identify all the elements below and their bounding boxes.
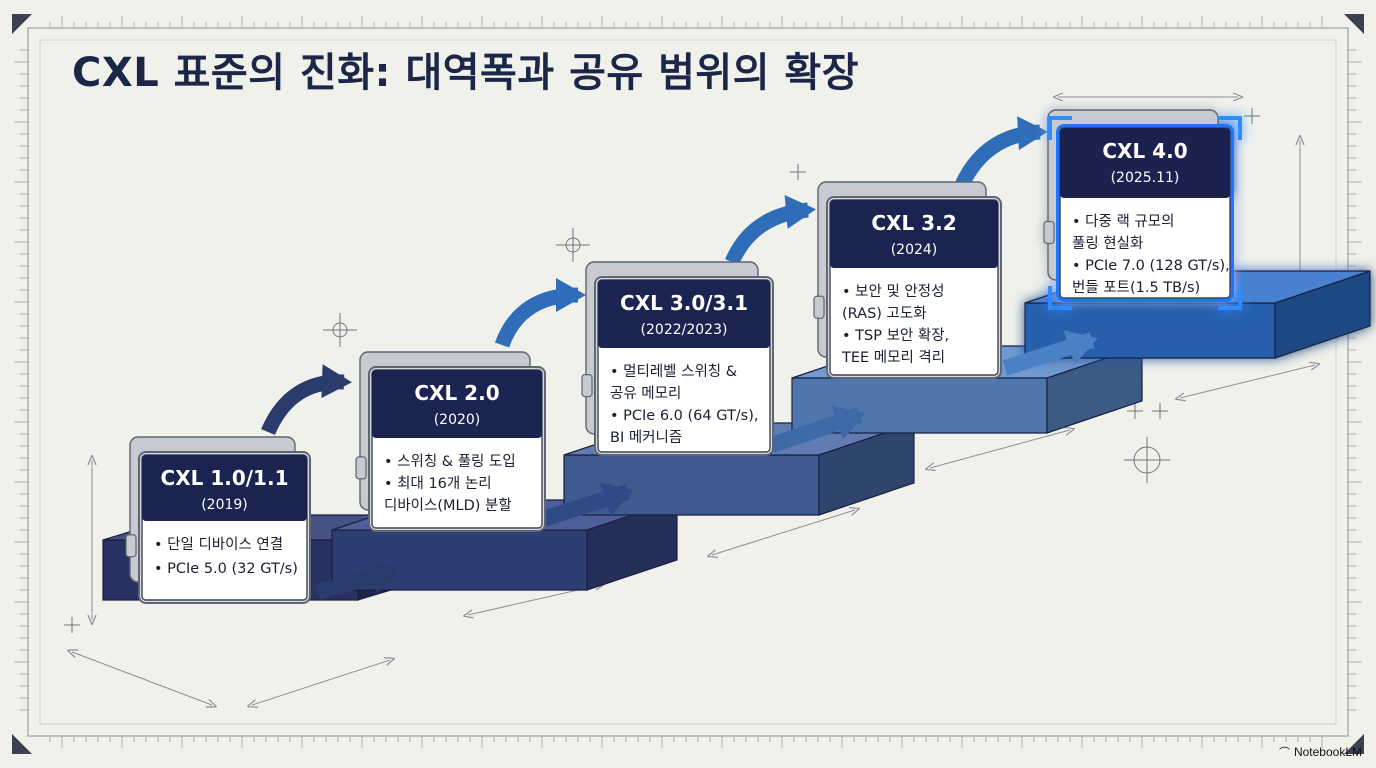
card-header [598, 280, 770, 348]
flow-arrow [1002, 330, 1098, 376]
highlight-bracket [1048, 116, 1072, 140]
step-curve-arrow [955, 116, 1048, 189]
stage-feature-line: 공유 메모리 [610, 385, 681, 402]
highlight-bracket [1218, 116, 1242, 140]
stage-feature-line: BI 메커니즘 [610, 429, 682, 446]
plus-marker [1244, 108, 1260, 124]
crosshair-marker [1124, 437, 1170, 483]
stage-feature-line: • 최대 16개 논리 [384, 475, 492, 492]
dimension-line [72, 652, 212, 705]
stage-feature-line: • 보안 및 안정성 [842, 283, 944, 300]
card-side-tab [355, 456, 367, 480]
dimension-line [712, 510, 855, 555]
stage-feature-line: • PCIe 6.0 (64 GT/s), [610, 408, 759, 424]
frame-corner [1344, 734, 1364, 754]
stage-year: (2025.11) [1111, 170, 1180, 186]
highlight-bracket [1048, 286, 1072, 310]
step-curve-arrow [261, 364, 352, 436]
stage-feature-line: TEE 메모리 격리 [841, 349, 945, 366]
frame-corner [12, 734, 32, 754]
stage-feature-line: • PCIe 7.0 (128 GT/s), [1072, 258, 1230, 274]
stage-year: (2022/2023) [641, 322, 728, 338]
stage-feature-line: • TSP 보안 확장, [842, 327, 949, 344]
frame-corner [12, 14, 32, 34]
stage-cards: CXL 1.0/1.1 (2019) • 단일 디바이스 연결 • PCIe 5.0 … [125, 109, 1242, 604]
plus-marker [64, 617, 80, 633]
stage-card-1: CXL 1.0/1.1 (2019) • 단일 디바이스 연결 • PCIe 5.0 … [125, 436, 311, 604]
crosshair-marker [556, 228, 590, 262]
stage-year: (2024) [891, 242, 938, 258]
step-curve-arrow [494, 278, 586, 348]
stage-card-2: CXL 2.0 (2020) • 스위칭 & 풀링 도입 • 최대 16개 논리 디바… [355, 351, 546, 532]
brand-name: NotebookLM [1293, 745, 1362, 759]
dimension-line [1180, 365, 1315, 398]
notebooklm-logo-icon: ⌒ [1278, 747, 1290, 759]
stage-feature-line: • 멀티레벨 스위칭 & [610, 363, 737, 380]
stage-feature-line: • 다중 랙 규모의 [1072, 213, 1174, 230]
flow-arrow [315, 559, 401, 600]
stage-feature-line: 번들 포트(1.5 TB/s) [1072, 279, 1200, 296]
step-curve-arrow [725, 195, 816, 266]
highlight-bracket [1218, 286, 1242, 310]
crosshair-marker [323, 313, 357, 347]
stage-card-3: CXL 3.0/3.1 (2022/2023) • 멀티레벨 스위칭 & 공유 메모… [581, 261, 774, 456]
frame-inner-border [39, 39, 1337, 725]
card-header [1060, 128, 1230, 198]
card-header [142, 455, 307, 521]
flow-arrow [769, 405, 866, 453]
card-header [372, 370, 542, 438]
stage-name: CXL 2.0 [414, 381, 499, 405]
plus-marker [1127, 403, 1143, 419]
stage-feature-line: • 스위칭 & 풀링 도입 [384, 453, 516, 470]
stage-feature-line: (RAS) 고도화 [842, 305, 927, 322]
dimension-line [252, 660, 390, 705]
plus-marker [790, 164, 806, 180]
stage-name: CXL 3.2 [871, 211, 956, 235]
frame-corner [1344, 14, 1364, 34]
card-header [830, 200, 998, 268]
card-side-tab [813, 295, 825, 319]
stage-feature-line: • 단일 디바이스 연결 [154, 536, 283, 553]
frame-border [27, 27, 1349, 737]
card-side-tab [125, 534, 137, 558]
flow-arrow [537, 482, 634, 528]
plus-marker [1152, 403, 1168, 419]
blueprint-frame [12, 14, 1364, 754]
stage-name: CXL 3.0/3.1 [620, 291, 748, 315]
stage-card-5: CXL 4.0 (2025.11) • 다중 랙 규모의 풀링 현실화 • PCIe … [1043, 109, 1242, 310]
stage-feature-line: • PCIe 5.0 (32 GT/s) [154, 561, 298, 577]
dimension-line [930, 430, 1070, 468]
stage-feature-line: 디바이스(MLD) 분할 [384, 497, 512, 514]
stage-year: (2020) [434, 412, 481, 428]
stage-year: (2019) [201, 497, 248, 513]
card-side-tab [581, 374, 593, 398]
page-title: CXL 표준의 진화: 대역폭과 공유 범위의 확장 [72, 50, 860, 96]
card-side-tab [1043, 220, 1055, 245]
stage-name: CXL 1.0/1.1 [161, 466, 289, 490]
brand-label: ⌒ NotebookLM [1279, 744, 1362, 760]
stage-name: CXL 4.0 [1102, 139, 1187, 163]
stage-card-4: CXL 3.2 (2024) • 보안 및 안정성 (RAS) 고도화 • TSP 보… [813, 181, 1002, 379]
flow-arrows [261, 116, 1098, 600]
stage-feature-line: 풀링 현실화 [1072, 235, 1143, 252]
